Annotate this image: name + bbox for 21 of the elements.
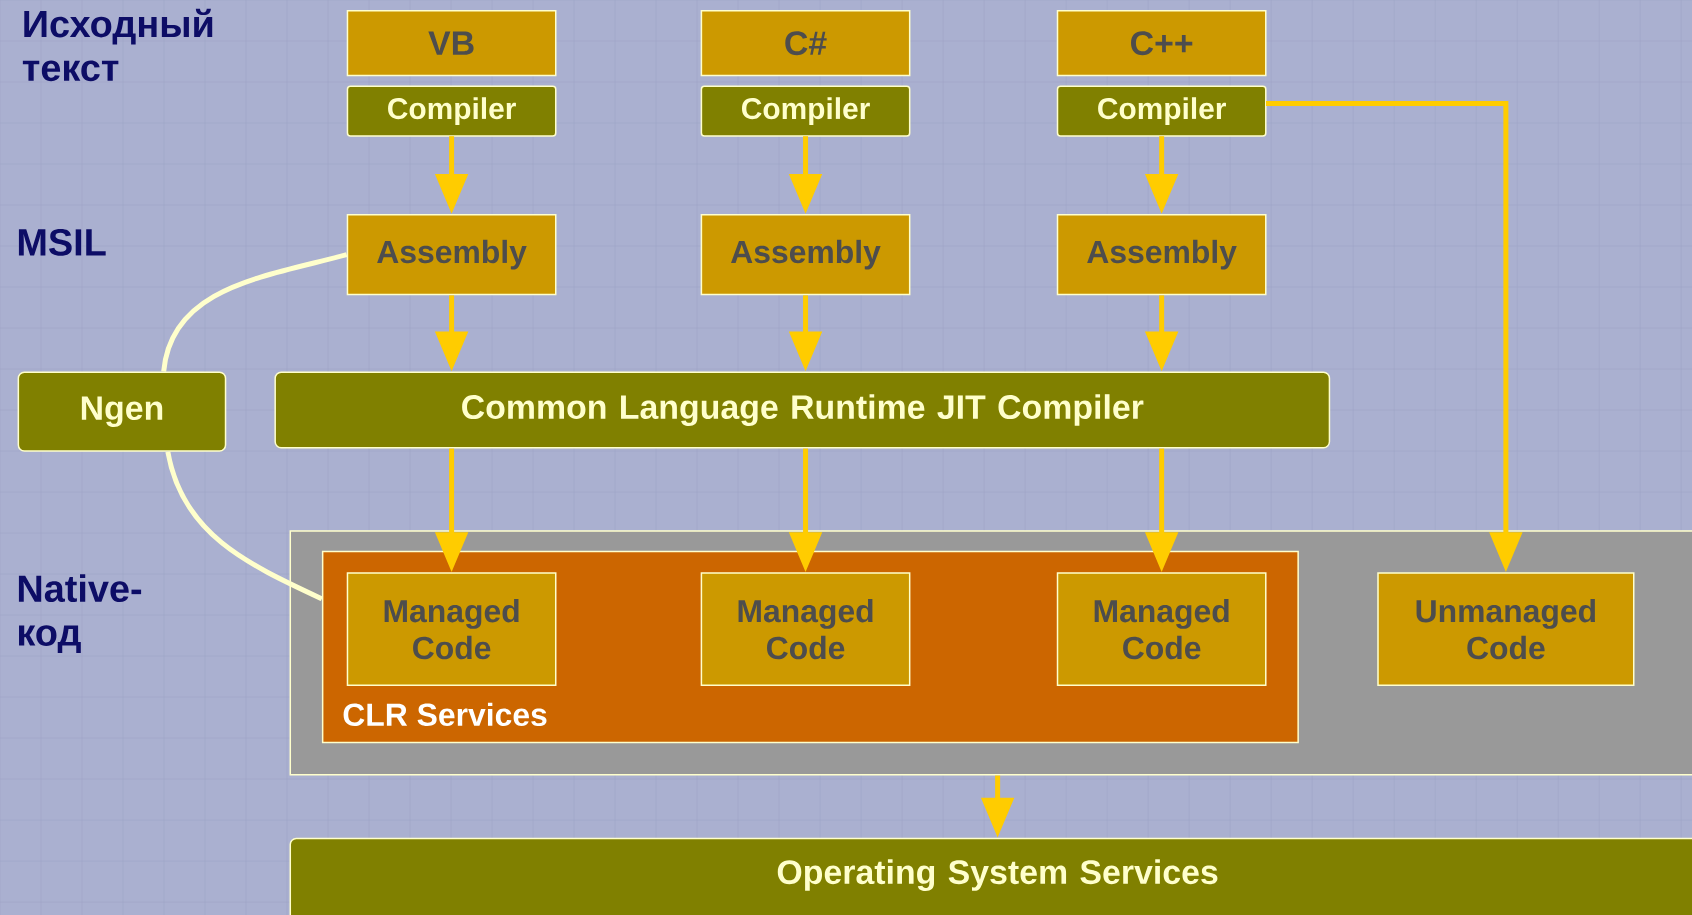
- code-box: Managed Code: [700, 572, 911, 686]
- code-box: Assembly: [700, 213, 911, 296]
- code-box: Managed Code: [1056, 572, 1267, 686]
- connector-line: [161, 252, 348, 372]
- process-box: Ngen: [17, 371, 227, 452]
- process-box: Operating System Services: [289, 837, 1692, 915]
- row-label: MSIL: [18, 228, 106, 256]
- row-label: Native-код: [18, 574, 142, 654]
- code-box: Managed Code: [346, 572, 557, 686]
- connector-line: [165, 451, 323, 602]
- code-box: Assembly: [346, 213, 557, 296]
- compiler-box: C# Compiler: [700, 10, 911, 137]
- node-label: Compiler: [741, 97, 870, 126]
- row-label: Исходный текст: [22, 8, 213, 82]
- compiler-box: C++ Compiler: [1056, 10, 1267, 137]
- node-label: Compiler: [388, 97, 516, 126]
- code-box: Assembly: [1056, 213, 1267, 296]
- node-label: Compiler: [1098, 97, 1226, 126]
- process-box: Common Language Runtime JIT Compiler: [274, 371, 1331, 449]
- code-box: Unmanaged Code: [1377, 572, 1635, 686]
- compiler-box: VB Compiler: [346, 10, 557, 137]
